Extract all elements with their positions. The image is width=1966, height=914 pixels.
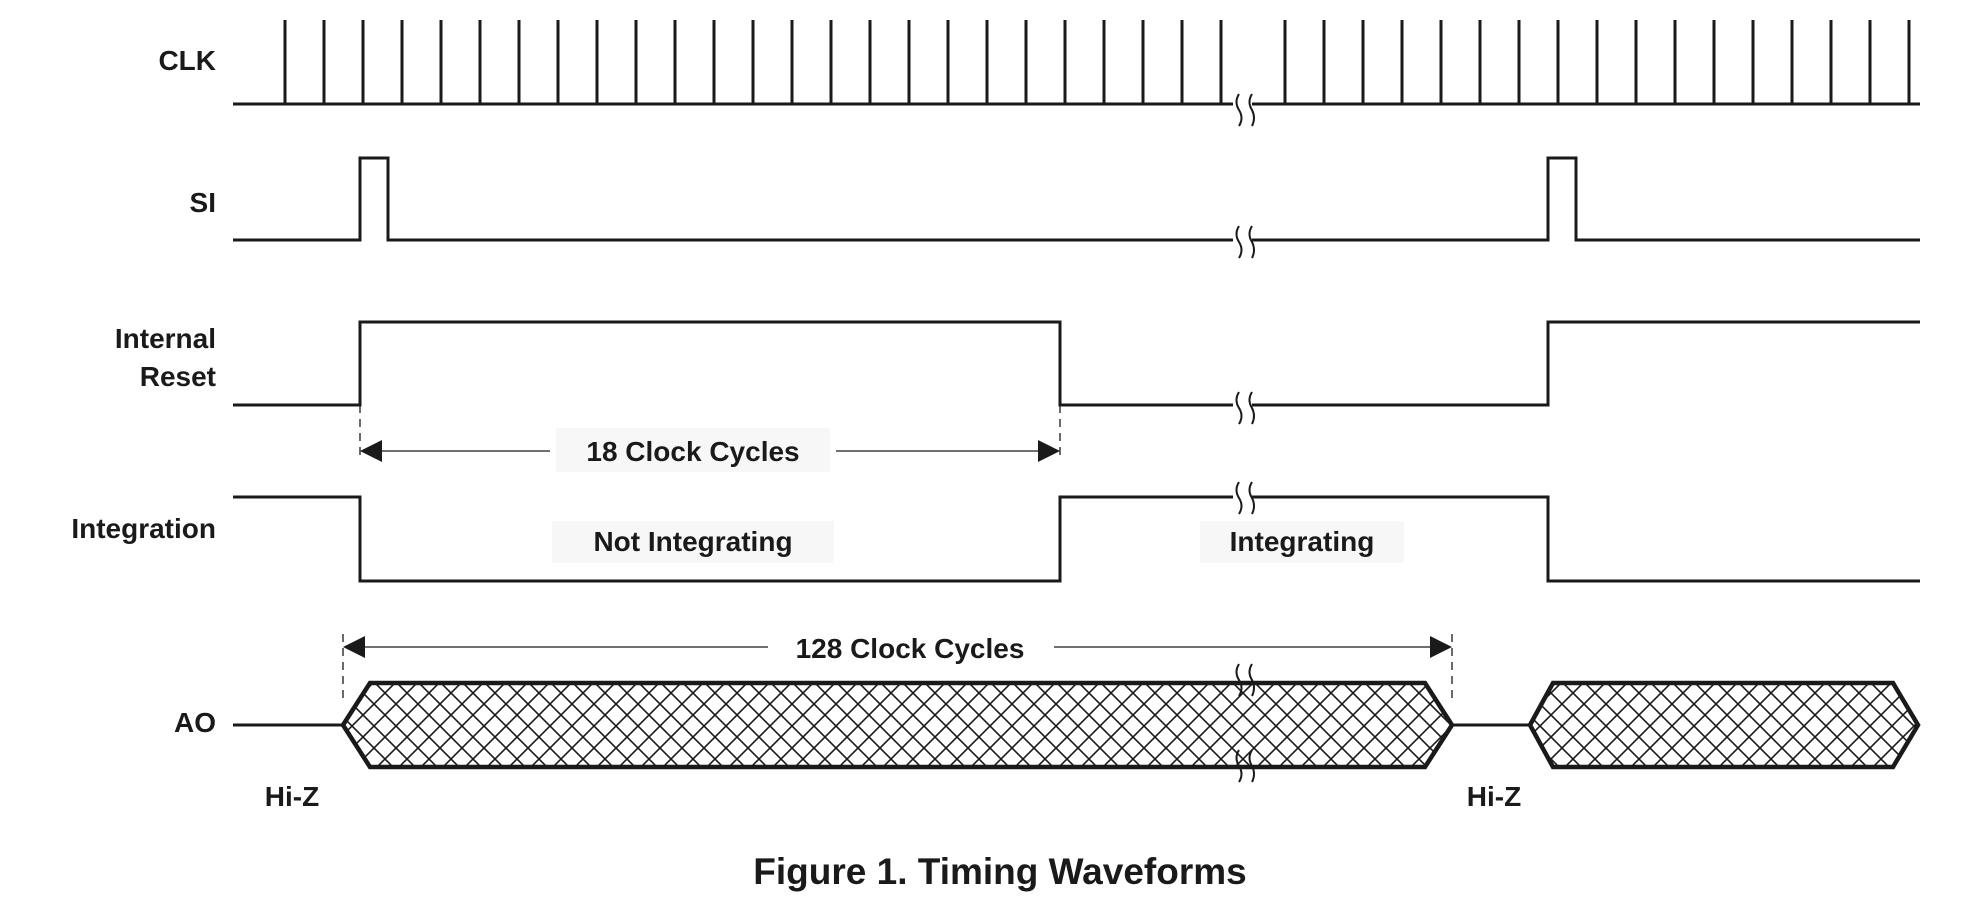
integration-break-mark [1235,481,1255,515]
clk-break-mark [1235,93,1255,127]
clk-label: CLK [158,45,216,76]
si-break-mark [1235,225,1255,259]
integration-label: Integration [71,513,216,544]
reset-span-dimension [359,405,1061,462]
internal-reset-label-line1: Internal [115,323,216,354]
ao-span-label: 128 Clock Cycles [796,633,1025,664]
si-waveform [233,156,1920,242]
ao-span-dimension [342,634,1453,700]
reset-span-label: 18 Clock Cycles [586,436,799,467]
figure-caption: Figure 1. Timing Waveforms [753,851,1246,892]
clk-waveform [233,20,1920,106]
ao-label: AO [174,707,216,738]
ao-valid-data-block-2 [1527,680,1921,770]
internal-reset-label-line2: Reset [140,361,216,392]
integration-waveform [233,495,1920,583]
hiz-right-label: Hi-Z [1467,781,1521,812]
ao-valid-data-block-1 [340,680,1455,770]
hiz-left-label: Hi-Z [265,781,319,812]
ao-break-mark [1235,662,1255,788]
integrating-label: Integrating [1230,526,1375,557]
ao-waveform [233,680,1921,770]
internal-reset-waveform [233,320,1920,407]
reset-break-mark [1235,391,1255,425]
si-label: SI [190,187,216,218]
not-integrating-label: Not Integrating [593,526,792,557]
